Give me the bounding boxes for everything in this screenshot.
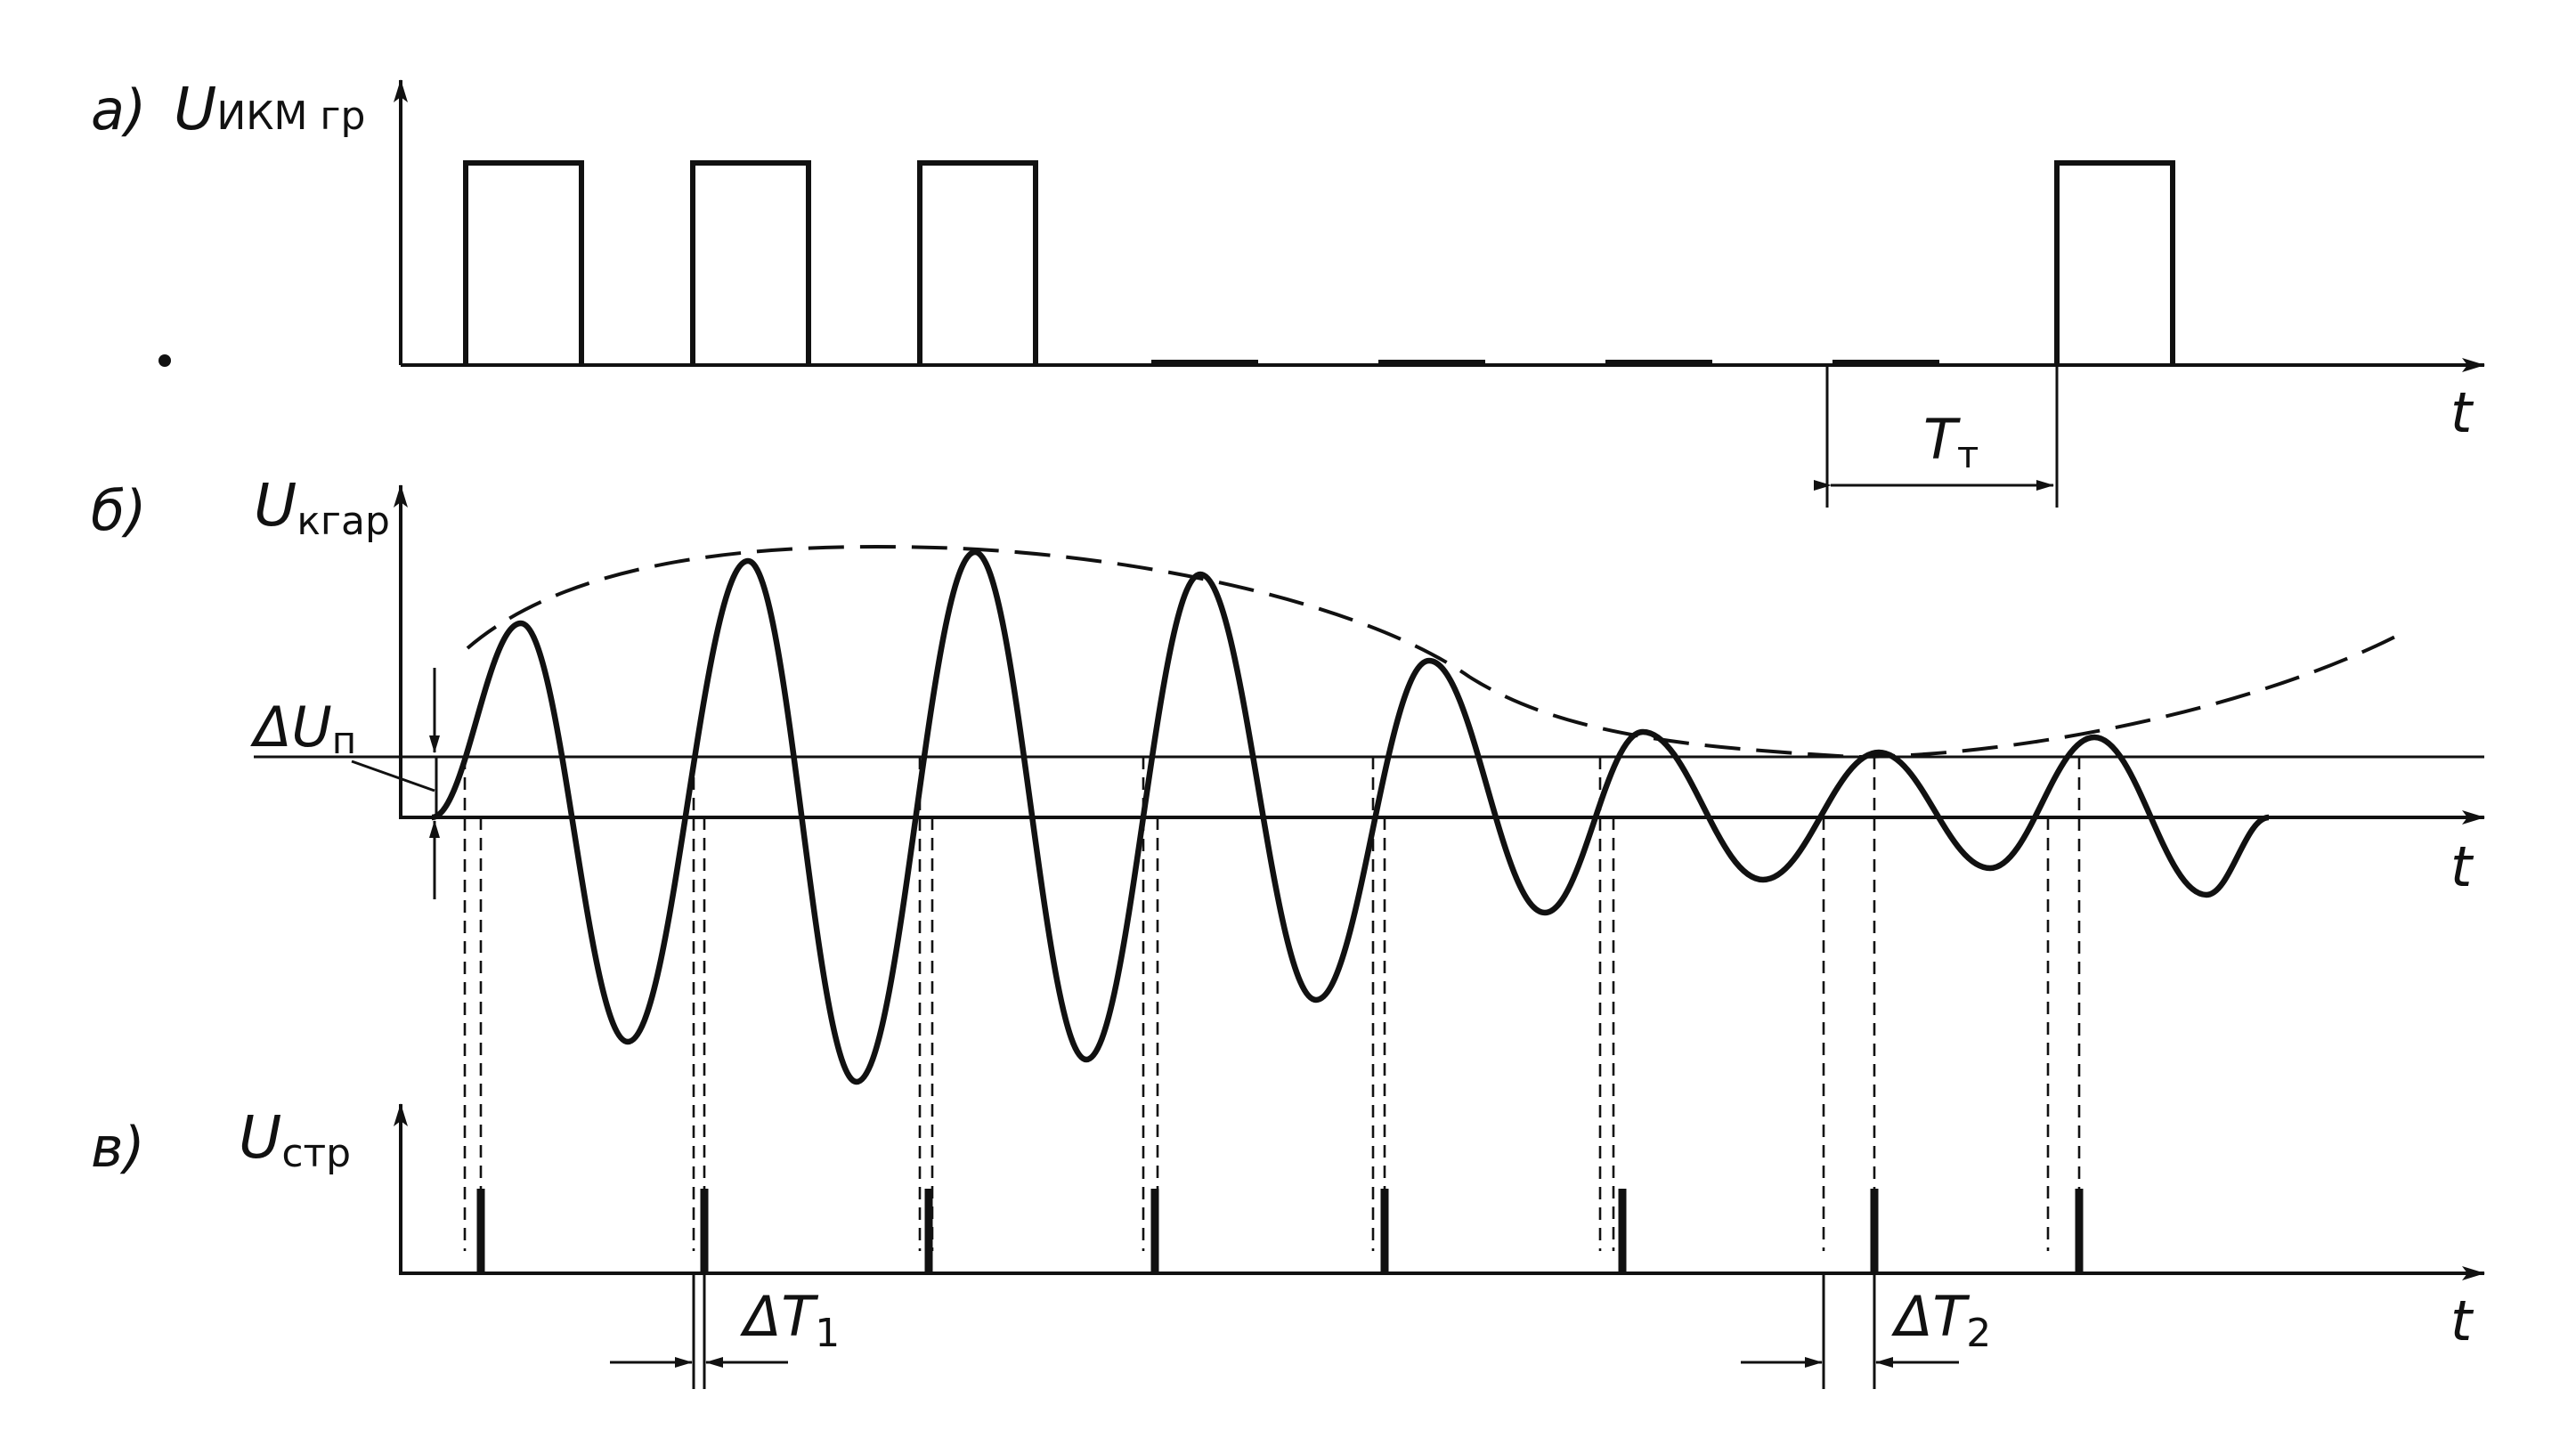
panel-a: а) UИКМ гр t Tт [91, 75, 2485, 508]
panel-b-x-label: t [2450, 834, 2474, 899]
bit-pulse-one [463, 160, 584, 365]
panel-b: б) Uкгар t ΔUп [91, 471, 2485, 1085]
panel-c: в) Uстр t ΔT1 ΔT2 [91, 1103, 2485, 1389]
bit-pulse-one [2054, 160, 2175, 365]
period-label: Tт [1923, 407, 1979, 476]
bit-pulse-one [690, 160, 811, 365]
panel-b-ylabel: Uкгар [254, 471, 390, 544]
delta-t2-label: ΔT2 [1891, 1284, 1991, 1356]
panel-a-letter: а) [91, 77, 146, 142]
panel-a-x-label: t [2450, 380, 2474, 445]
strobe-pulses [476, 1189, 2084, 1273]
pcm-bit-stream [463, 160, 2175, 367]
envelope-curve [466, 544, 2396, 760]
delta-u-label: ΔUп [250, 695, 356, 762]
panel-c-ylabel: Uстр [239, 1103, 351, 1176]
stray-dot [158, 354, 171, 367]
panel-b-letter: б) [91, 478, 146, 543]
panel-c-x-label: t [2450, 1288, 2474, 1353]
bit-pulse-one [917, 160, 1038, 365]
panel-c-letter: в) [91, 1115, 145, 1180]
delta-u-leader [351, 760, 435, 792]
panel-a-ylabel: UИКМ гр [174, 75, 365, 143]
delta-t1-label: ΔT1 [740, 1284, 840, 1356]
oscillation-wave [431, 548, 2270, 1085]
projection-lines [463, 757, 2081, 1251]
